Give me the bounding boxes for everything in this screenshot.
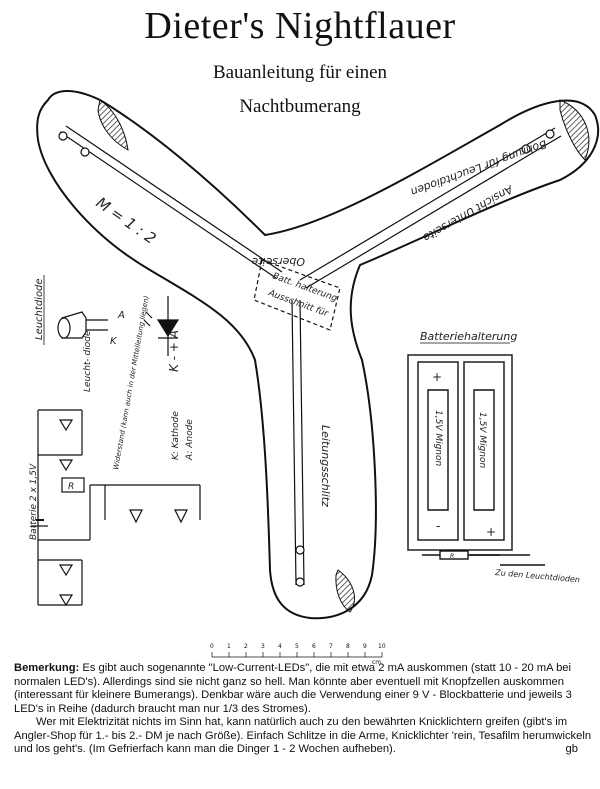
ruler [211,652,383,658]
led-symbol [143,296,180,356]
signature: gb [565,743,578,756]
to-leds-label: Zu den Leuchtdioden [494,568,580,584]
led-symbol-label: K - + A [167,330,181,372]
remark-label: Bemerkung: [14,662,80,674]
hatched-tip-right [559,99,590,161]
battery-holder [407,354,545,566]
knicklicht-paragraph: Wer mit Elektrizität nichts im Sinn hat,… [14,716,592,757]
cell-label-2: 1,5V Mignon [477,412,487,469]
circuit-schematic [32,409,201,607]
subtitle-line-2: Nachtbumerang [239,96,361,117]
plus-bottom: + [486,525,496,539]
ruler-num-1: 1 [227,643,231,650]
ruler-unit: cm [372,659,381,666]
cell-label-1: 1,5V Mignon [433,410,443,467]
boomerang-outline [36,90,600,620]
kathode-label: K: Kathode [171,411,181,460]
hatched-tip-bottom [335,569,355,613]
slot-label-arm-3: Leitungsschlitz [319,425,332,507]
ruler-num-4: 4 [278,643,282,650]
led-title: Leuchtdiode [34,278,45,340]
led-k: K [110,336,118,347]
resistor-label: R [68,482,74,492]
battery-cutout-box [253,259,341,331]
slot-arm-3 [291,299,305,587]
page-title: Dieter's Nightflauer [144,5,456,47]
knicklicht-text: Wer mit Elektrizität nichts im Sinn hat,… [14,716,592,756]
led-a: A [117,310,125,321]
circuit-led-label: Leucht- diode [83,330,93,392]
remark-paragraph: Bemerkung: Es gibt auch sogenannte "Low-… [14,662,592,716]
ruler-num-0: 0 [210,643,214,650]
battery-holder-title: Batteriehalterung [420,330,517,343]
ruler-num-6: 6 [312,643,316,650]
top-side-label: Oberseite [251,255,305,268]
hatched-tip-left [97,99,129,151]
led-drawing [57,311,108,339]
ruler-num-10: 10 [378,643,386,650]
battery-label: Batterie 2 x 1,5V [29,463,39,540]
plus-top: + [432,370,442,384]
ruler-num-7: 7 [329,643,333,650]
minus-bottom: - [436,519,440,533]
ruler-num-3: 3 [261,643,265,650]
ruler-num-2: 2 [244,643,248,650]
remark-text: Es gibt auch sogenannte "Low-Current-LED… [14,662,572,715]
ruler-num-8: 8 [346,643,350,650]
holder-resistor: R [450,553,454,560]
ruler-num-5: 5 [295,643,299,650]
slot-arm-1 [58,125,283,279]
resistor-note: Widerstand (kann auch in der Mittelleitu… [112,295,151,470]
anode-label: A: Anode [185,419,195,461]
subtitle-line-1: Bauanleitung für einen [212,62,388,83]
ruler-num-9: 9 [363,643,367,650]
slot-arm-2 [299,127,562,289]
